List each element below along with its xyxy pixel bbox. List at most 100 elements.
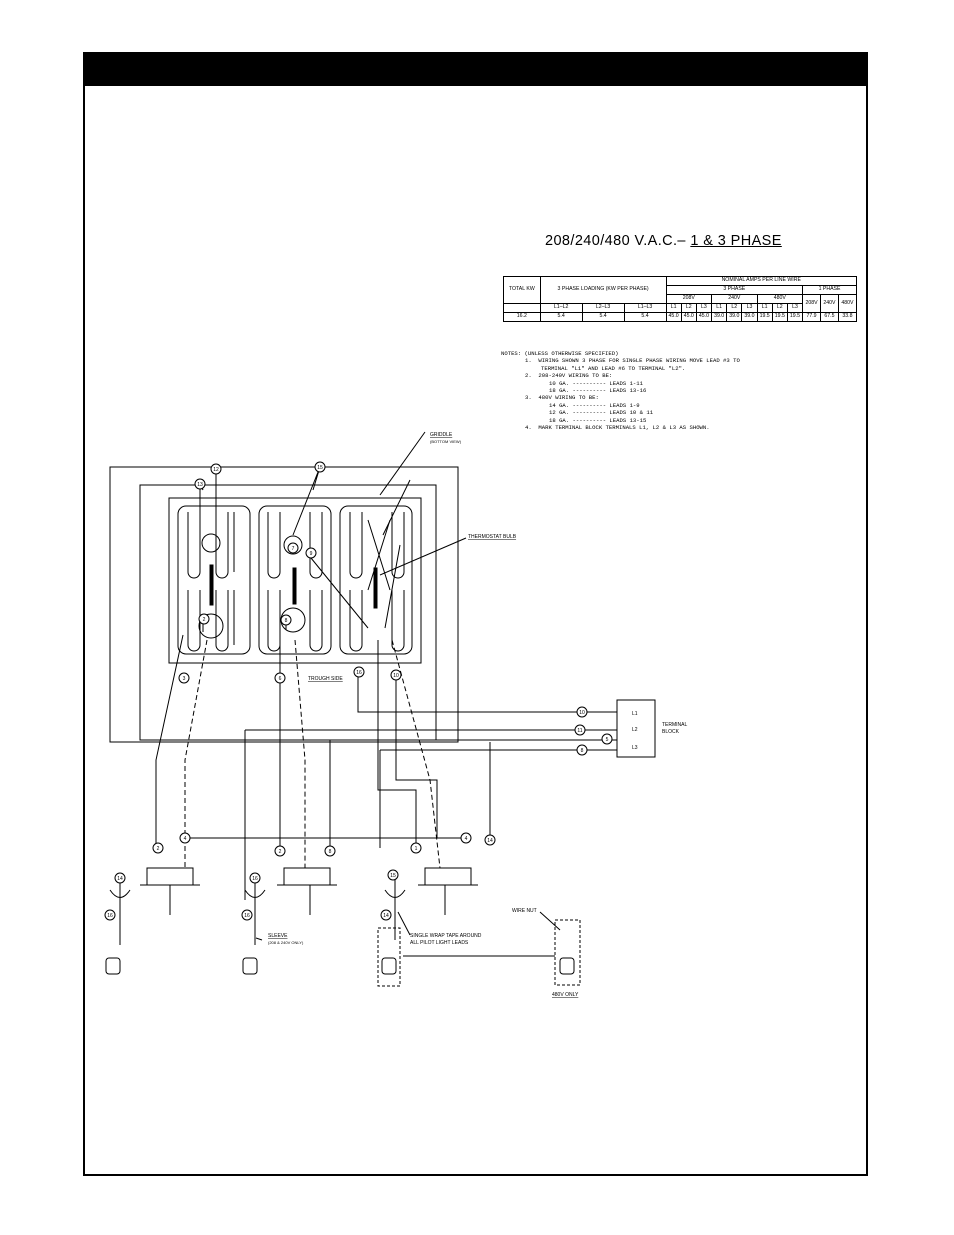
note-3: 3. 480V WIRING TO BE: (525, 394, 599, 402)
lead-number: 15 (317, 465, 323, 471)
inner-frame (139, 484, 437, 741)
trough-side-label: TROUGH SIDE (308, 676, 343, 682)
lead-bubble (194, 478, 206, 490)
lead-bubble (601, 733, 613, 745)
sleeve-sublabel: (208 & 240V ONLY) (268, 940, 304, 945)
note-2b: 18 GA. ---------- LEADS 13-16 (549, 387, 647, 395)
note-2: 2. 208-240V WIRING TO BE: (525, 372, 613, 380)
lead-number: 6 (279, 676, 282, 682)
lead-bubble (280, 614, 292, 626)
lead-bubble (576, 744, 588, 756)
note-3c: 18 GA. ---------- LEADS 13-15 (549, 416, 647, 424)
lead-number: 16 (252, 876, 258, 882)
lead-bubble (178, 672, 190, 684)
notes-heading: NOTES: (UNLESS OTHERWISE SPECIFIED) (501, 350, 619, 357)
lead-number: 14 (117, 876, 123, 882)
wirenut-leader (539, 911, 561, 931)
lead-number: 14 (487, 838, 493, 844)
lead-number: 16 (356, 670, 362, 676)
notes-block: NOTES: (UNLESS OTHERWISE SPECIFIED)1. WI… (501, 350, 841, 431)
lead-number: 13 (197, 482, 203, 488)
lead-bubble (210, 463, 222, 475)
tape-leader (397, 911, 411, 936)
lead-number: 12 (213, 467, 219, 473)
pilot-light-2 (242, 878, 266, 975)
sleeve-leader (255, 937, 263, 941)
wire-lead-6 (329, 739, 617, 848)
thermostat-3 (418, 867, 478, 915)
sleeve-label: SLEEVE (268, 933, 288, 939)
lead-number: 8 (581, 748, 584, 754)
tape-label-2: ALL PILOT LIGHT LEADS (410, 940, 469, 946)
lead-bubble (179, 832, 191, 844)
note-1: 1. WIRING SHOWN 3 PHASE FOR SINGLE PHASE… (525, 357, 740, 365)
terminal-block (616, 699, 656, 758)
lead-bubble (104, 909, 116, 921)
lead-number: 4 (465, 836, 468, 842)
thermostat-bulb-label: THERMOSTAT BULB (468, 534, 517, 540)
lead-bubble (353, 666, 365, 678)
heating-element-1 (177, 505, 251, 655)
table-cell: 33.8 (837, 312, 858, 322)
diagram-title: 208/240/480 V.A.C.– 1 & 3 PHASE (545, 233, 782, 249)
lead-number: 4 (184, 836, 187, 842)
thermostat-1 (140, 867, 200, 915)
header-bar (85, 54, 866, 86)
lead-number: 5 (606, 737, 609, 743)
note-1-cont: TERMINAL "L1" AND LEAD #6 TO TERMINAL "L… (541, 364, 686, 372)
cabinet-outline (109, 466, 459, 743)
note-3b: 12 GA. ---------- LEADS 10 & 11 (549, 409, 654, 417)
lead-bubble (380, 909, 392, 921)
pilot-light-1 (105, 878, 131, 975)
griddle-label: GRIDDLE (430, 432, 453, 438)
page-frame (83, 52, 868, 1176)
table-cell: 19.5 (786, 312, 804, 322)
lead-number: 2 (157, 846, 160, 852)
lead-bubble (410, 842, 422, 854)
bulb-leader (379, 537, 467, 576)
lead-number: 2 (203, 617, 206, 623)
note-2a: 10 GA. ---------- LEADS 1-11 (549, 379, 643, 387)
wire-lead-1 (377, 640, 417, 848)
lead-number: 15 (390, 873, 396, 879)
lead-bubble (241, 909, 253, 921)
lead-bubble (274, 845, 286, 857)
griddle-sublabel: (BOTTOM VIEW) (430, 439, 462, 444)
wire-lead-3 (155, 634, 184, 848)
lead-number: 7 (292, 546, 295, 552)
lead-number: 9 (310, 551, 313, 557)
lead-bubble (387, 869, 399, 881)
note-3a: 14 GA. ---------- LEADS 1-9 (549, 401, 640, 409)
lead-number: 2 (279, 849, 282, 855)
wire-nut-label: WIRE NUT (512, 908, 537, 914)
terminal-block-label-1: TERMINAL (662, 722, 688, 728)
lead-bubble (152, 842, 164, 854)
title-phases: 1 & 3 PHASE (690, 233, 782, 249)
lead-bubble (274, 672, 286, 684)
lead-number: 14 (383, 913, 389, 919)
wire-lead-11 (244, 729, 617, 900)
pilot-leads (184, 639, 441, 869)
bulb-3 (373, 567, 378, 609)
bulb-2 (292, 567, 297, 605)
terminal-l2: L2 (632, 727, 638, 733)
tape-label-1: SINGLE WRAP TAPE AROUND (410, 933, 482, 939)
lead-bubble (287, 542, 299, 554)
lead-bubble (324, 845, 336, 857)
lead-number: 8 (329, 849, 332, 855)
lead-bubble (198, 613, 210, 625)
lead-bubble (576, 706, 588, 718)
wire-lead-13 (395, 675, 438, 838)
lead-bubble (460, 832, 472, 844)
th-loading: 3 PHASE LOADING (KW PER PHASE) (539, 276, 667, 304)
lead-bubble (390, 669, 402, 681)
lead-bubble (314, 461, 326, 473)
wire-lead-10 (357, 672, 617, 713)
lead-number: 3 (183, 676, 186, 682)
title-voltage: 208/240/480 V.A.C.– (545, 233, 686, 249)
lead-number: 16 (244, 913, 250, 919)
griddle-plate (168, 497, 422, 664)
heating-element-3 (339, 505, 413, 655)
